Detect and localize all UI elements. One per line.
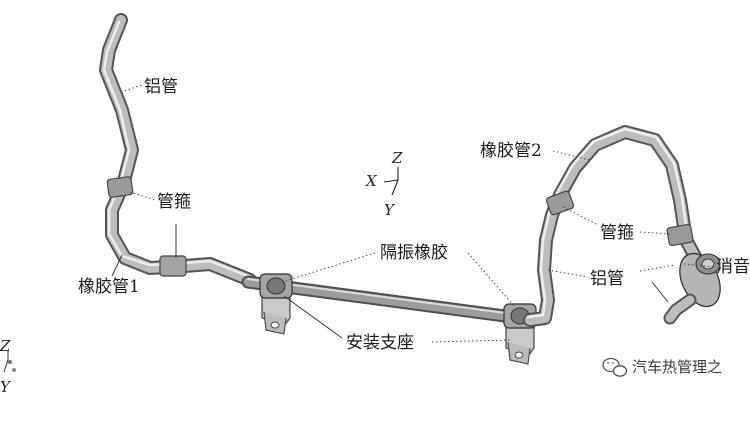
label-rubber-hose-2: 橡胶管2 (480, 141, 542, 161)
axis-x-label: X (365, 172, 378, 190)
corner-axis-z-label: Z (0, 337, 11, 355)
wechat-logo-icon (602, 357, 628, 377)
label-muffler: 消音 (716, 257, 750, 277)
callout-labels: 铝管 管箍 橡胶管1 隔振橡胶 安装支座 橡胶管2 管箍 铝管 消音 (78, 77, 750, 353)
axis-y-label: Y (384, 201, 396, 219)
axis-triad-main: Z X Y (365, 149, 403, 219)
label-vibration-rubber: 隔振橡胶 (380, 243, 448, 263)
label-aluminum-tube-top: 铝管 (144, 77, 178, 97)
left-pipe-assembly (99, 13, 257, 287)
axis-triad-corner: Z Y (0, 337, 16, 396)
label-rubber-hose-1: 橡胶管1 (78, 277, 140, 297)
label-aluminum-tube-right: 铝管 (590, 269, 624, 289)
bracket-left (259, 273, 293, 335)
label-clamp-left: 管箍 (157, 192, 191, 212)
watermark-text: 汽车热管理之 (632, 358, 722, 376)
axis-z-label: Z (391, 149, 403, 167)
corner-axis-y-label: Y (0, 378, 12, 396)
watermark: 汽车热管理之 (602, 357, 722, 377)
cross-rod (241, 275, 527, 325)
label-clamp-right: 管箍 (600, 223, 634, 243)
label-mounting-bracket: 安装支座 (346, 333, 414, 353)
leader-lines (111, 84, 715, 343)
muffler (663, 252, 721, 325)
